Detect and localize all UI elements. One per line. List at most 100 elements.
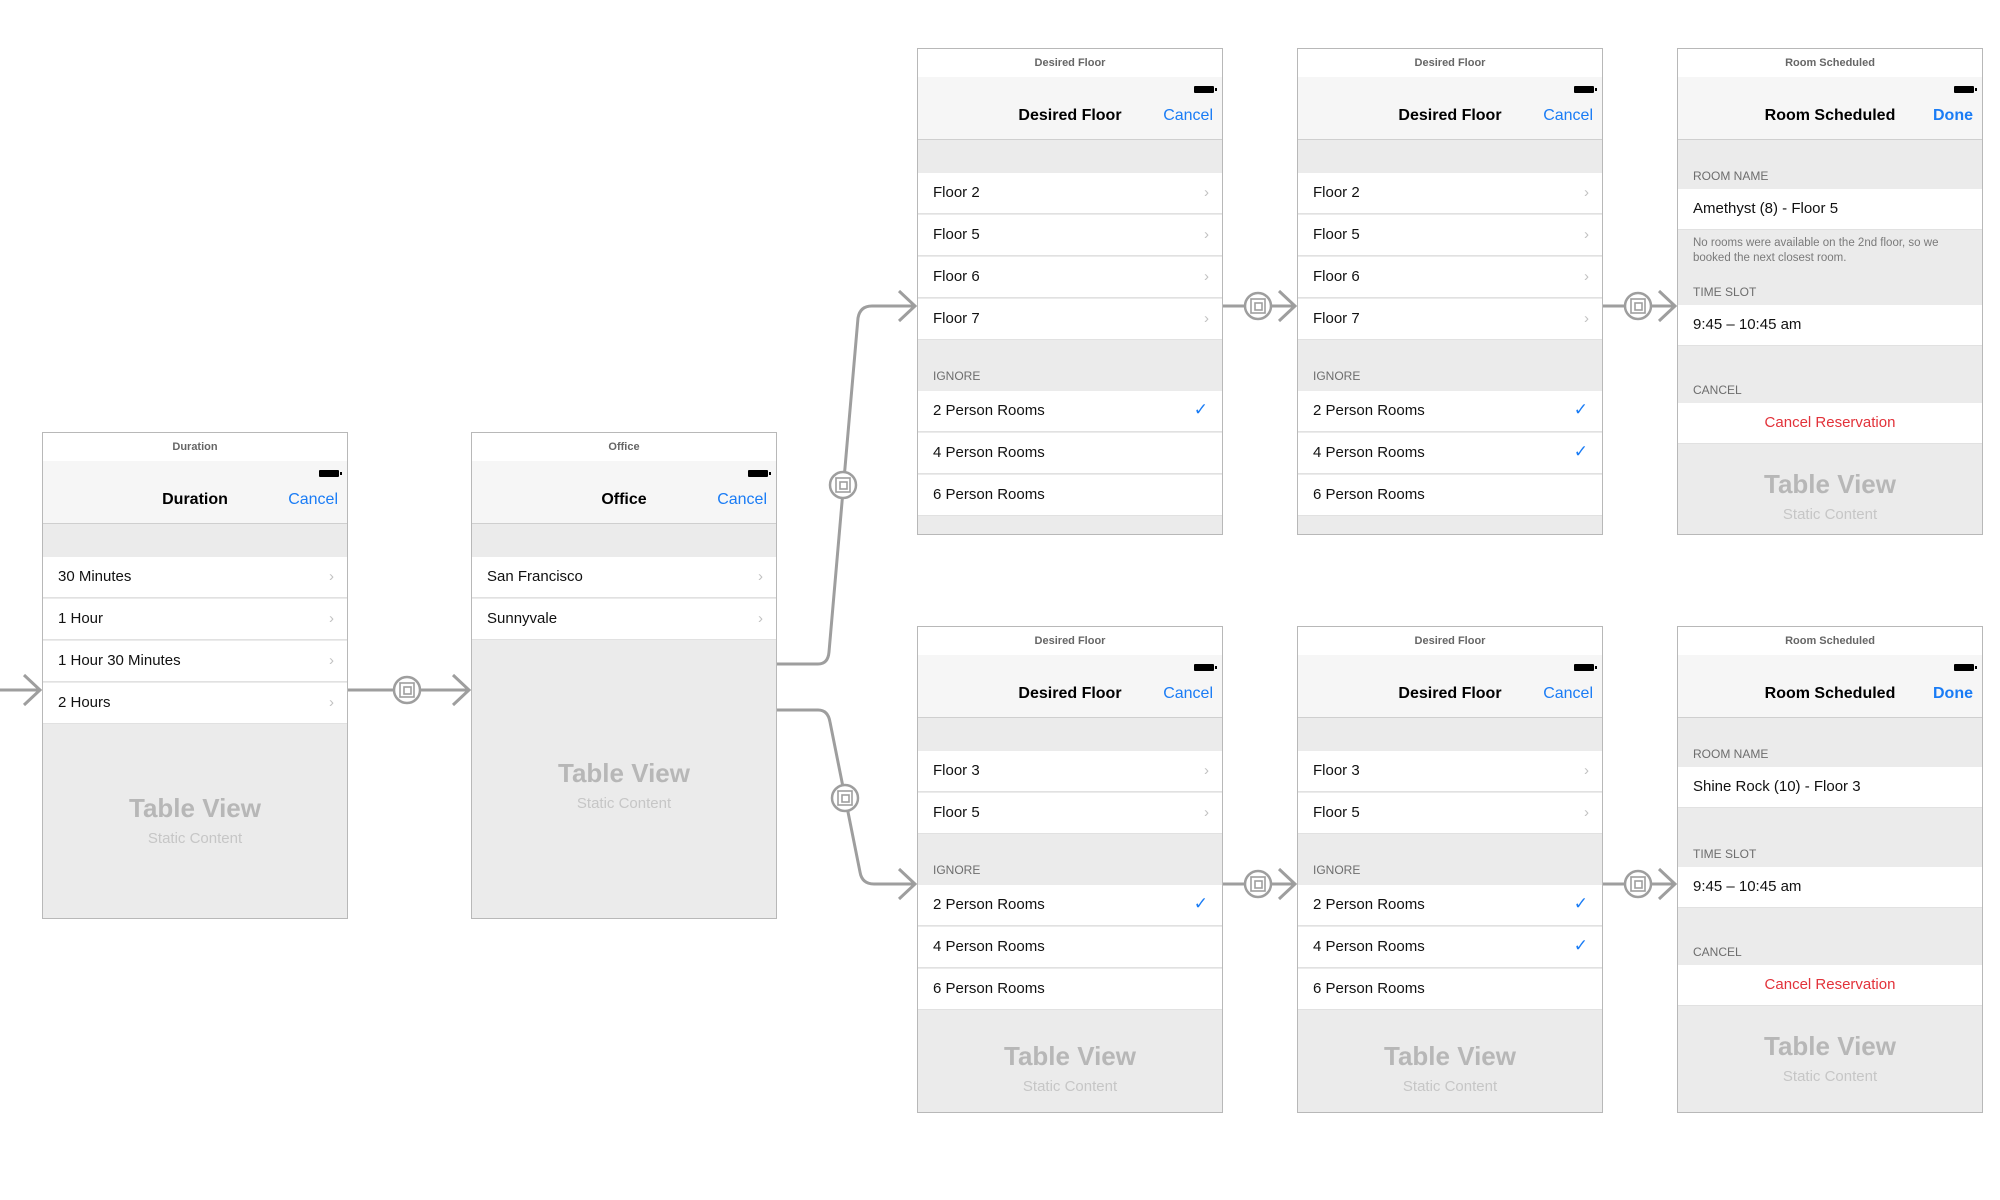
floor-item[interactable]: Floor 2› [1298, 173, 1602, 214]
placeholder-subtitle: Static Content [1022, 1078, 1118, 1095]
section-header-cancel: CANCEL [1693, 945, 1742, 959]
chevron-right-icon: › [1204, 804, 1209, 821]
table-filler [43, 741, 347, 918]
segue-show-icon[interactable] [1243, 291, 1273, 321]
chevron-right-icon: › [329, 610, 334, 627]
ignore-option[interactable]: 6 Person Rooms [1298, 475, 1602, 516]
row-label: 1 Hour [58, 610, 104, 627]
row-label: 2 Person Rooms [933, 896, 1045, 913]
row-label: 4 Person Rooms [933, 444, 1045, 461]
floor-item[interactable]: Floor 5› [1298, 215, 1602, 256]
chevron-right-icon: › [1584, 762, 1589, 779]
floor-item[interactable]: Floor 6› [1298, 257, 1602, 298]
navigation-bar: Duration Cancel [43, 461, 347, 524]
segue-show-icon[interactable] [1243, 869, 1273, 899]
row-label: 6 Person Rooms [933, 486, 1045, 503]
nav-title: Duration [162, 491, 228, 508]
section-header-ignore: IGNORE [1313, 369, 1361, 383]
list-item[interactable]: 30 Minutes› [43, 557, 347, 598]
room-name-value[interactable]: Shine Rock (10) - Floor 3 [1678, 767, 1982, 808]
ignore-option[interactable]: 4 Person Rooms [918, 927, 1222, 968]
cancel-button[interactable]: Cancel [717, 491, 767, 508]
row-label: Floor 2 [933, 184, 980, 201]
floor-item[interactable]: Floor 5› [1298, 793, 1602, 834]
ignore-option[interactable]: 4 Person Rooms ✓ [1298, 433, 1602, 474]
segue-show-icon[interactable] [830, 783, 860, 813]
placeholder-subtitle: Static Content [1782, 506, 1878, 523]
row-label: Floor 7 [1313, 310, 1360, 327]
cancel-button[interactable]: Cancel [1163, 685, 1213, 702]
list-item[interactable]: Sunnyvale› [472, 599, 776, 640]
row-label: Floor 3 [1313, 762, 1360, 779]
nav-title: Office [601, 491, 647, 508]
cancel-reservation-button[interactable]: Cancel Reservation [1678, 965, 1982, 1006]
ignore-option[interactable]: 4 Person Rooms✓ [1298, 927, 1602, 968]
row-label: 6 Person Rooms [1313, 486, 1425, 503]
list-item[interactable]: 1 Hour › [43, 599, 347, 640]
time-slot-value[interactable]: 9:45 – 10:45 am [1678, 867, 1982, 908]
segue-arrow [1657, 867, 1678, 901]
ignore-option[interactable]: 2 Person Rooms✓ [918, 391, 1222, 432]
ignore-option[interactable]: 4 Person Rooms [918, 433, 1222, 474]
scene-header-label: Office [472, 433, 776, 462]
row-label: Floor 6 [1313, 268, 1360, 285]
cancel-button[interactable]: Cancel [1163, 107, 1213, 124]
section-header-room-name: ROOM NAME [1693, 747, 1769, 761]
segue-show-icon[interactable] [1623, 869, 1653, 899]
scene-header-label: Duration [43, 433, 347, 462]
cancel-button[interactable]: Cancel [288, 491, 338, 508]
segue-show-icon[interactable] [828, 470, 858, 500]
table-filler [472, 657, 776, 918]
segue-arrow [1657, 289, 1678, 323]
row-label: 4 Person Rooms [1313, 444, 1425, 461]
cancel-reservation-button[interactable]: Cancel Reservation [1678, 403, 1982, 444]
floor-item[interactable]: Floor 6› [918, 257, 1222, 298]
floor-item[interactable]: Floor 3› [918, 751, 1222, 792]
floor-item[interactable]: Floor 2› [918, 173, 1222, 214]
done-button[interactable]: Done [1933, 107, 1973, 124]
battery-icon [1194, 664, 1217, 671]
row-label: 9:45 – 10:45 am [1693, 316, 1802, 333]
checkmark-icon: ✓ [1573, 442, 1588, 461]
list-item[interactable]: 1 Hour 30 Minutes› [43, 641, 347, 682]
ignore-option[interactable]: 6 Person Rooms [918, 969, 1222, 1010]
row-label: San Francisco [487, 568, 583, 585]
placeholder-title: Table View [1384, 1041, 1516, 1071]
ignore-option[interactable]: 2 Person Rooms✓ [1298, 391, 1602, 432]
list-item[interactable]: 2 Hours› [43, 683, 347, 724]
placeholder-title: Table View [1764, 469, 1896, 499]
list-item[interactable]: San Francisco› [472, 557, 776, 598]
segue-show-icon[interactable] [392, 675, 422, 705]
row-label: 2 Person Rooms [1313, 896, 1425, 913]
row-label: Floor 2 [1313, 184, 1360, 201]
cancel-button[interactable]: Cancel [1543, 685, 1593, 702]
room-note: No rooms were available on the 2nd floor… [1693, 237, 1939, 264]
cancel-button[interactable]: Cancel [1543, 107, 1593, 124]
floor-item[interactable]: Floor 3 › [1298, 751, 1602, 792]
segue-show-icon[interactable] [1623, 291, 1653, 321]
checkmark-icon: ✓ [1573, 936, 1588, 955]
ignore-option[interactable]: 6 Person Rooms [918, 475, 1222, 516]
ignore-option[interactable]: 6 Person Rooms [1298, 969, 1602, 1010]
floor-item[interactable]: Floor 5› [918, 793, 1222, 834]
checkmark-icon: ✓ [1193, 400, 1208, 419]
ignore-option[interactable]: 2 Person Rooms✓ [918, 885, 1222, 926]
time-slot-value[interactable]: 9:45 – 10:45 am [1678, 305, 1982, 346]
floor-item[interactable]: Floor 7› [918, 299, 1222, 340]
cancel-reservation-label: Cancel Reservation [1764, 414, 1896, 431]
navigation-bar: Office Cancel [472, 461, 776, 524]
done-button[interactable]: Done [1933, 685, 1973, 702]
scene-header-label: Desired Floor [918, 49, 1222, 78]
ignore-option[interactable]: 2 Person Rooms✓ [1298, 885, 1602, 926]
floor-item[interactable]: Floor 7› [1298, 299, 1602, 340]
segue-arrow [451, 673, 472, 707]
room-name-value[interactable]: Amethyst (8) - Floor 5 [1678, 189, 1982, 230]
floor-item[interactable]: Floor 5› [918, 215, 1222, 256]
placeholder-subtitle: Static Content [576, 795, 672, 812]
